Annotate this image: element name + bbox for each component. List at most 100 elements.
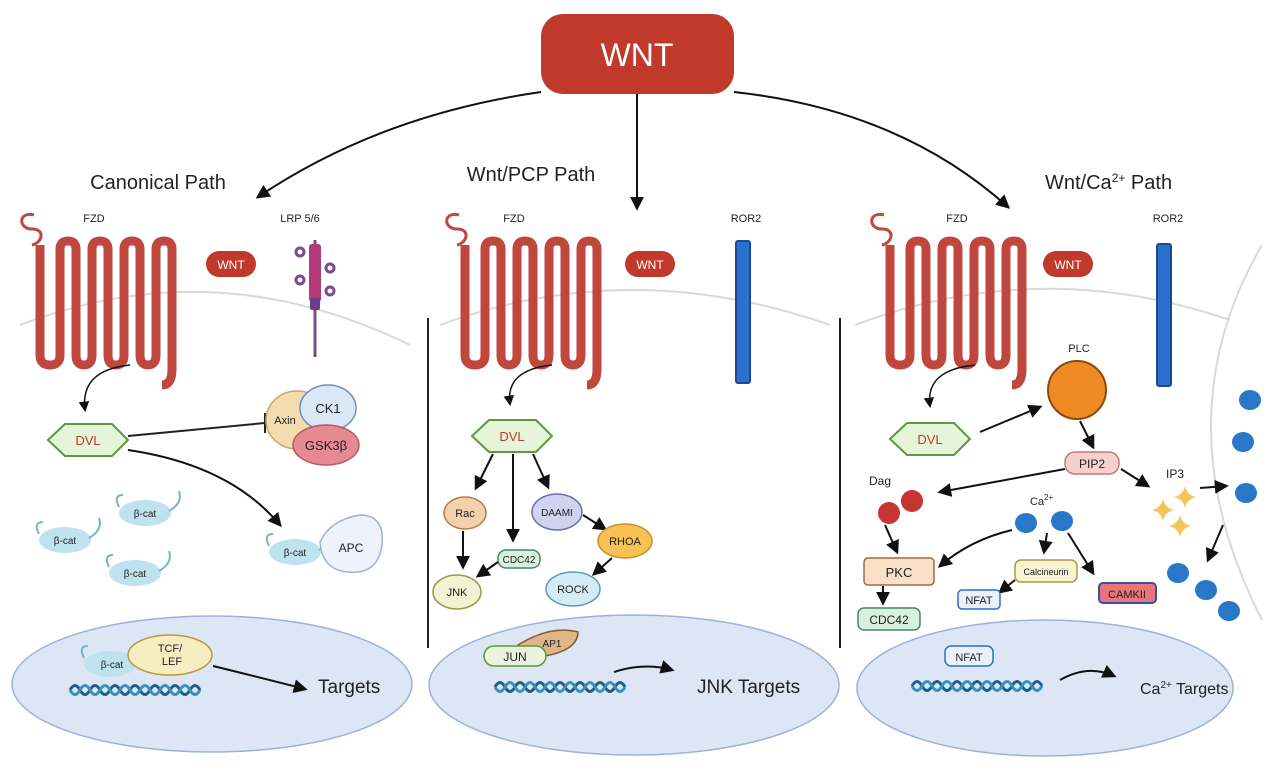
calcineurin-node: [1014, 559, 1078, 583]
plc-node: [1047, 360, 1107, 420]
pcp-arrow-daam1-rhoa: [582, 514, 608, 531]
er-ion-icon-2: [1232, 432, 1254, 452]
er-membrane: [1210, 244, 1263, 621]
pkc-node: [863, 557, 935, 586]
canonical-fzd-receptor-icon: [22, 214, 172, 385]
bcat-label-apc: β-cat: [284, 548, 307, 559]
ca-title-main: Wnt/Ca: [1045, 172, 1113, 194]
ca-arrow-pip2-dag: [937, 468, 1066, 497]
pcp-wnt-pill: [625, 251, 675, 277]
ca-arrow-ions-camkii: [1067, 532, 1095, 576]
rhoa-label: RHOA: [609, 536, 641, 548]
ip3-star-icon-3: [1169, 515, 1191, 537]
ca-wnt-label: WNT: [1054, 258, 1082, 272]
ca-arrow-calcineurin-nfat: [997, 579, 1016, 594]
tcf-lef-node: [127, 634, 213, 676]
canonical-wnt-label: WNT: [217, 258, 245, 272]
ca-fzd-label: FZD: [946, 213, 967, 225]
pcp-ror2-label: ROR2: [731, 213, 762, 225]
pcp-fzd-receptor-icon: [447, 214, 597, 385]
nfat-nuclear-label: NFAT: [955, 652, 983, 664]
canonical-arrow-targets: [212, 665, 308, 694]
camkii-node: [1098, 582, 1157, 604]
canonical-wnt-pill: [206, 251, 256, 277]
pcp-title: Wnt/PCP Path: [467, 164, 596, 186]
tcf-line1: TCF/: [158, 643, 183, 655]
lrp-receptor-icon: [294, 240, 336, 357]
gsk3b-label: GSK3β: [305, 438, 347, 453]
pcp-dvl-hexagon: [470, 419, 554, 453]
jnk-node: [432, 574, 482, 610]
ca-arrow-targets: [1059, 664, 1117, 681]
ion-icon-2: [1051, 511, 1073, 531]
apc-label: APC: [339, 541, 364, 555]
ca-dvl-hexagon: [888, 422, 972, 456]
pcp-arrow-fzd-dvl: [503, 364, 553, 407]
canonical-targets-label: Targets: [318, 677, 380, 698]
ca-title-sup: 2+: [1112, 171, 1126, 185]
released-ion-icon-3: [1218, 601, 1240, 621]
pcp-arrow-dvl-rac: [474, 453, 494, 491]
axin-label: Axin: [274, 415, 295, 427]
ca-wnt-pill: [1043, 251, 1093, 277]
rock-label: ROCK: [557, 584, 589, 596]
pip2-label: PIP2: [1079, 457, 1105, 471]
nfat-nuclear-node: [944, 645, 994, 667]
calcineurin-label: Calcineurin: [1023, 567, 1068, 577]
pcp-arrow-dvl-daam1: [532, 453, 550, 490]
ca-targets-main: Ca: [1140, 681, 1161, 698]
gsk3b-node: [292, 424, 360, 466]
pcp-ror2-receptor-icon: [735, 240, 751, 384]
er-ion-icon-3: [1235, 483, 1257, 503]
ca-title: Wnt/Ca2+ Path: [1045, 171, 1172, 194]
arrow-to-ca: [733, 91, 1011, 209]
pip2-node: [1064, 451, 1120, 475]
ca-targets-end: Targets: [1172, 681, 1229, 698]
ca-ions-sup: 2+: [1044, 493, 1053, 502]
rac-node: [443, 496, 487, 530]
membrane-pcp: [439, 289, 831, 326]
jun-node: [483, 645, 547, 667]
pcp-cdc42-node: [497, 549, 541, 569]
ap1-label: AP1: [543, 639, 562, 650]
canonical-title: Canonical Path: [90, 172, 226, 194]
plc-label: PLC: [1068, 343, 1089, 355]
jun-label: JUN: [503, 650, 526, 664]
ca-arrow-dag-pkc: [884, 524, 899, 555]
rac-label: Rac: [455, 508, 475, 520]
wnt-main-box: [541, 14, 734, 94]
ck1-label: CK1: [315, 401, 340, 416]
ca-arrow-ip3-er: [1199, 479, 1229, 494]
ca-ions-main: Ca: [1030, 496, 1045, 508]
pcp-arrow-rhoa-rock: [591, 557, 613, 576]
jnk-label: JNK: [447, 587, 468, 599]
ca-arrow-dvl-plc: [979, 404, 1043, 433]
ion-icon-1: [1015, 513, 1037, 533]
canonical-inhibit-line: [127, 422, 266, 437]
wnt-main-label: WNT: [601, 37, 674, 73]
membrane-ca: [854, 287, 1231, 326]
canonical-nucleus: [11, 615, 413, 753]
pcp-arrow-cdc42-jnk: [475, 561, 499, 578]
canonical-dvl-label: DVL: [75, 433, 100, 448]
nfat-label: NFAT: [965, 595, 993, 607]
canonical-arrow-dvl-apc: [127, 449, 282, 528]
dag-molecule-2: [901, 490, 923, 512]
ca-dvl-label: DVL: [917, 432, 942, 447]
ca-title-end: Path: [1125, 172, 1172, 194]
ip3-label: IP3: [1166, 467, 1184, 481]
rock-node: [545, 571, 601, 607]
ca-fzd-receptor-icon: [872, 214, 1022, 385]
ca-arrow-er-release: [1205, 524, 1224, 563]
bcat-label-2: β-cat: [54, 536, 77, 547]
pcp-cdc42-label: CDC42: [503, 555, 536, 566]
bcat-label-1: β-cat: [134, 509, 157, 520]
ca-targets-label: Ca2+ Targets: [1140, 680, 1228, 698]
ca-ror2-label: ROR2: [1153, 213, 1184, 225]
ca-cdc42-label: CDC42: [869, 613, 909, 627]
camkii-label: CAMKII: [1108, 589, 1146, 601]
apc-node: [319, 514, 384, 573]
canonical-dvl-hexagon: [46, 423, 130, 457]
dag-label: Dag: [869, 474, 891, 488]
